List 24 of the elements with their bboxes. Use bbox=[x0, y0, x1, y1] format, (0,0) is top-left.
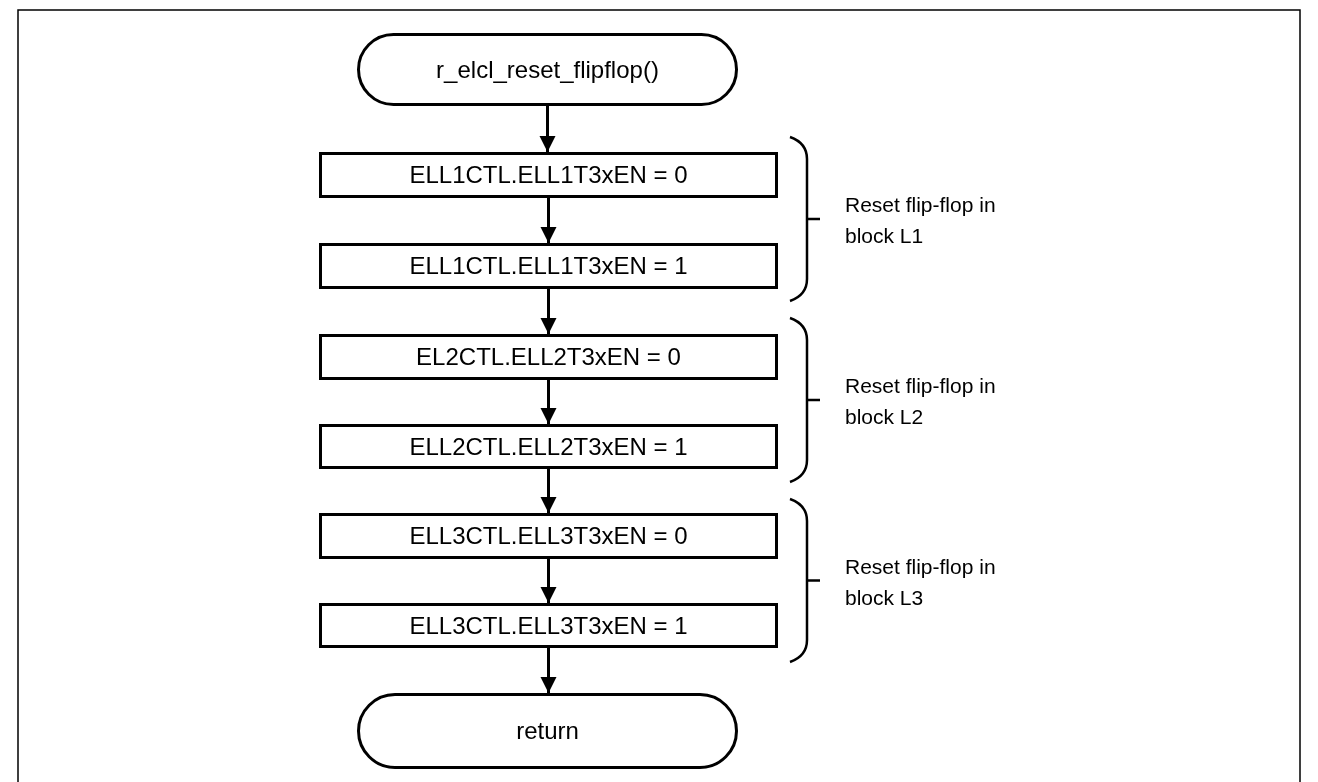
arrow bbox=[539, 106, 556, 152]
annotation-text: Reset flip-flop in block L2 bbox=[845, 373, 997, 430]
arrow bbox=[540, 469, 557, 513]
process-box bbox=[319, 603, 778, 648]
node-text: ELL3CTL.ELL3T3xEN = 1 bbox=[409, 611, 688, 640]
process-box bbox=[319, 334, 778, 380]
arrow bbox=[540, 289, 557, 334]
node-text: return bbox=[516, 717, 579, 745]
node-text: ELL1CTL.ELL1T3xEN = 0 bbox=[409, 161, 688, 189]
arrow bbox=[540, 198, 557, 243]
node-text: r_elcl_reset_flipflop() bbox=[436, 55, 659, 84]
arrow bbox=[540, 380, 557, 424]
node-text: ELL1CTL.ELL1T3xEN = 1 bbox=[409, 252, 688, 280]
process-box bbox=[319, 243, 778, 289]
node-text: ELL3CTL.ELL3T3xEN = 0 bbox=[409, 522, 688, 550]
annotation-text: Reset flip-flop in block L3 bbox=[845, 554, 997, 611]
node-text: EL2CTL.ELL2T3xEN = 0 bbox=[416, 343, 681, 371]
process-box bbox=[319, 424, 778, 469]
node-text: ELL2CTL.ELL2T3xEN = 1 bbox=[409, 432, 688, 461]
arrow bbox=[540, 648, 557, 693]
annotation-text: Reset flip-flop in block L1 bbox=[845, 192, 997, 249]
arrow bbox=[540, 559, 557, 603]
process-box bbox=[319, 513, 778, 559]
process-box bbox=[319, 152, 778, 198]
